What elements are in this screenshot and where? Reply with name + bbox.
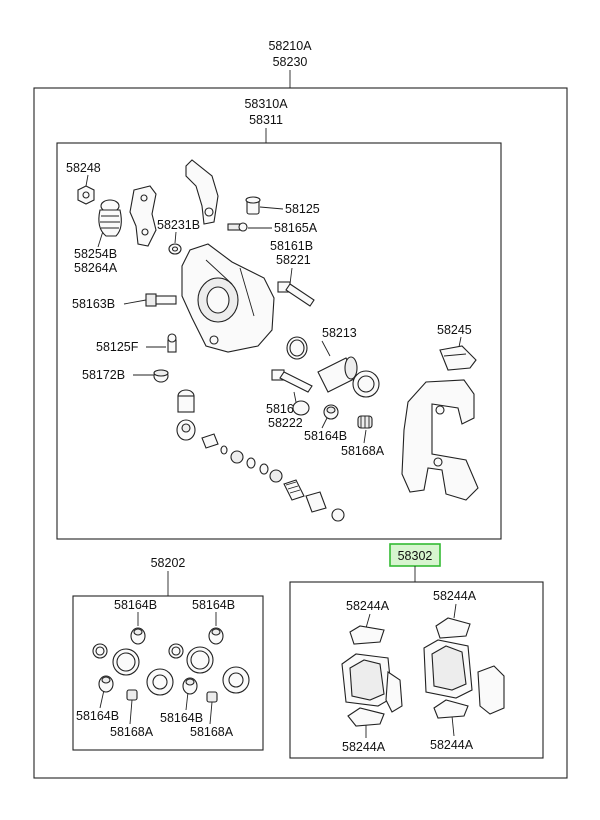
- label-58163b[interactable]: 58163B: [72, 297, 115, 311]
- washer-58231b-icon: [168, 243, 182, 255]
- cap-58172b-icon: [153, 369, 169, 383]
- bleeder-cap-icon: [77, 185, 95, 205]
- label-58125[interactable]: 58125: [285, 202, 320, 216]
- anti-rattle-clip-icon: [439, 345, 477, 371]
- caliper-body-icon: [181, 243, 275, 353]
- label-kit-58164b-bottom-mid[interactable]: 58164B: [160, 711, 203, 725]
- label-kit-58168a-right[interactable]: 58168A: [190, 725, 234, 739]
- label-58231b[interactable]: 58231B: [157, 218, 200, 232]
- label-58222[interactable]: 58222: [268, 416, 303, 430]
- piston-icon: [317, 356, 358, 393]
- label-pads-58244a-top-right[interactable]: 58244A: [433, 589, 477, 603]
- guide-pin-58162b-icon: [271, 369, 313, 393]
- label-pads-58244a-bottom-right[interactable]: 58244A: [430, 738, 474, 752]
- pad-kit-frame: [289, 581, 544, 759]
- label-58168a[interactable]: 58168A: [341, 444, 385, 458]
- spring-58168a-icon: [357, 415, 373, 429]
- label-kit-58168a-left[interactable]: 58168A: [110, 725, 154, 739]
- adjuster-spindle-icon: [201, 433, 345, 522]
- label-58125f[interactable]: 58125F: [96, 340, 139, 354]
- label-58221[interactable]: 58221: [276, 253, 311, 267]
- label-seal-kit[interactable]: 58202: [151, 556, 186, 570]
- label-58248[interactable]: 58248: [66, 161, 101, 175]
- label-58254b[interactable]: 58254B: [74, 247, 117, 261]
- label-58264a[interactable]: 58264A: [74, 261, 118, 275]
- carrier-bracket-icon: [401, 379, 479, 501]
- label-58161b[interactable]: 58161B: [270, 239, 313, 253]
- bolt-58163b-icon: [145, 293, 177, 307]
- label-58164b[interactable]: 58164B: [304, 429, 347, 443]
- seal-kit-leader-lines: [99, 612, 217, 725]
- assembly-frame: [33, 87, 568, 779]
- label-caliper-part-alt[interactable]: 58311: [249, 113, 283, 127]
- label-pad-kit[interactable]: 58302: [398, 549, 433, 563]
- label-caliper-part[interactable]: 58310A: [244, 97, 288, 111]
- label-pads-58244a-bottom-left[interactable]: 58244A: [342, 740, 386, 754]
- label-kit-58164b-bottom-left[interactable]: 58164B: [76, 709, 119, 723]
- caliper-frame: [56, 142, 502, 540]
- bleeder-screw-58125f-icon: [167, 333, 177, 353]
- label-58245[interactable]: 58245: [437, 323, 472, 337]
- parking-mechanism-icon: [176, 389, 196, 441]
- brake-pads-icon: [341, 617, 505, 727]
- sleeve-58125-icon: [245, 196, 261, 215]
- dust-boot-icon: [352, 370, 380, 398]
- seal-kit-parts-icon: [92, 627, 250, 703]
- boot-58164b-icon: [323, 404, 339, 420]
- label-kit-58164b-top-left[interactable]: 58164B: [114, 598, 157, 612]
- label-assembly-part[interactable]: 58210A: [268, 39, 312, 53]
- screw-58165a-icon: [227, 222, 248, 232]
- label-kit-58164b-top-right[interactable]: 58164B: [192, 598, 235, 612]
- label-58165a[interactable]: 58165A: [274, 221, 318, 235]
- bracket-plate-icon: [129, 185, 157, 247]
- label-58172b[interactable]: 58172B: [82, 368, 125, 382]
- boot-58222-icon: [292, 400, 310, 416]
- spring-boot-icon: [98, 199, 122, 237]
- label-pads-58244a-top-left[interactable]: 58244A: [346, 599, 390, 613]
- guide-pin-58161b-icon: [277, 281, 315, 307]
- seal-ring-58213-icon: [286, 336, 308, 360]
- label-assembly-part-alt[interactable]: 58230: [273, 55, 308, 69]
- parking-lever-icon: [185, 159, 219, 225]
- label-58213[interactable]: 58213: [322, 326, 357, 340]
